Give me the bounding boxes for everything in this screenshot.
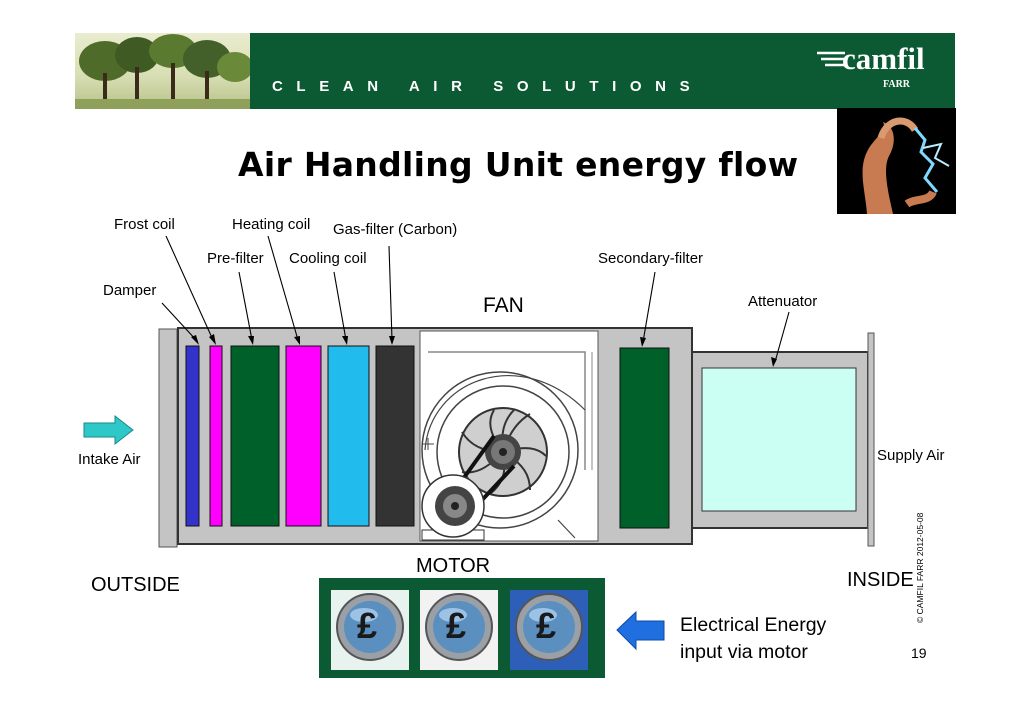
label-damper: Damper — [103, 282, 157, 299]
label-frost-coil: Frost coil — [114, 216, 175, 233]
logo-brand: camfil — [842, 41, 925, 76]
supply-flange — [867, 332, 875, 547]
intake-flange — [158, 328, 178, 548]
damper — [185, 345, 200, 527]
camfil-logo: camfil FARR — [817, 41, 937, 90]
attenuator — [701, 367, 857, 512]
intake-arrow-icon — [83, 414, 134, 446]
label-fan: FAN — [483, 294, 524, 317]
coin-symbol: £ — [446, 605, 467, 646]
energy-text-line2: input via motor — [680, 641, 808, 663]
coin-symbol: £ — [536, 605, 557, 646]
copyright: © CAMFIL FARR 2012-05-08 — [915, 512, 925, 623]
energy-arrow-icon — [616, 610, 665, 651]
tagline: CLEAN AIR SOLUTIONS — [272, 78, 704, 95]
logo-sub: FARR — [883, 79, 911, 90]
coin-symbol: £ — [357, 605, 378, 646]
electricity-photo — [837, 108, 956, 214]
label-attenuator: Attenuator — [748, 293, 818, 310]
logo-stripes-icon — [817, 51, 845, 67]
pound-coin-icon: £ — [334, 591, 406, 663]
label-intake-air: Intake Air — [78, 451, 141, 468]
label-supply-air: Supply Air — [877, 447, 945, 464]
label-outside: OUTSIDE — [91, 574, 180, 596]
motor — [421, 434, 516, 541]
pointer-lines — [161, 235, 790, 363]
gas-filter — [375, 345, 415, 527]
frost-coil — [230, 345, 280, 527]
pound-coin-icon: £ — [423, 591, 495, 663]
pound-coin-icon: £ — [513, 591, 585, 663]
page-number: 19 — [911, 645, 927, 661]
pointer-heads — [191, 334, 777, 367]
page-title: Air Handling Unit energy flow — [238, 145, 799, 184]
label-secondary-filter: Secondary-filter — [598, 250, 704, 267]
label-motor: MOTOR — [416, 555, 491, 577]
trees-image — [75, 33, 253, 109]
energy-text-line1: Electrical Energy — [680, 614, 827, 636]
secondary-filter — [619, 347, 670, 529]
pre-filter — [209, 345, 223, 527]
label-heating-coil: Heating coil — [232, 216, 311, 233]
label-gas-filter: Gas-filter (Carbon) — [333, 221, 458, 238]
cooling-coil — [327, 345, 370, 527]
heating-coil — [285, 345, 322, 527]
label-pre-filter: Pre-filter — [207, 250, 264, 267]
label-inside: INSIDE — [847, 569, 914, 591]
header-banner: CLEAN AIR SOLUTIONS camfil FARR — [75, 33, 955, 109]
label-cooling-coil: Cooling coil — [289, 250, 367, 267]
